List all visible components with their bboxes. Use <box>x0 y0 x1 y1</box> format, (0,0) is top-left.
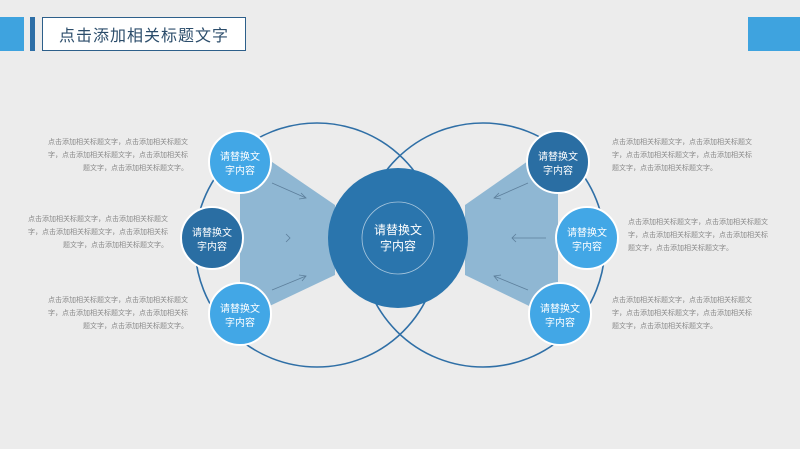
right-node-middle-line2: 字内容 <box>572 240 602 253</box>
left-node-middle-line2: 字内容 <box>197 240 227 253</box>
left-node-bottom[interactable]: 请替换文 字内容 <box>208 282 272 346</box>
arrow-left-mid <box>285 233 291 243</box>
arrow-right-mid <box>511 233 546 243</box>
right-node-middle-line1: 请替换文 <box>567 226 607 239</box>
center-label-line1: 请替换文 <box>374 222 422 237</box>
arrow-left-top <box>271 182 307 200</box>
header-accent-left <box>0 17 24 51</box>
title-box[interactable]: 点击添加相关标题文字 <box>42 17 246 51</box>
right-node-bottom-line2: 字内容 <box>545 316 575 329</box>
left-node-top-line2: 字内容 <box>225 164 255 177</box>
left-node-bottom-line2: 字内容 <box>225 316 255 329</box>
left-node-top[interactable]: 请替换文 字内容 <box>208 130 272 194</box>
right-fan <box>465 140 558 320</box>
left-node-top-line1: 请替换文 <box>220 150 260 163</box>
left-description-middle: 点击添加相关标题文字，点击添加相关标题文字，点击添加相关标题文字，点击添加相关标… <box>28 215 168 249</box>
left-node-middle[interactable]: 请替换文 字内容 <box>180 206 244 270</box>
left-node-middle-line1: 请替换文 <box>192 226 232 239</box>
right-node-top-line1: 请替换文 <box>538 150 578 163</box>
arrow-right-bottom <box>493 274 529 291</box>
right-description-bottom: 点击添加相关标题文字，点击添加相关标题文字，点击添加相关标题文字，点击添加相关标… <box>612 296 752 330</box>
right-node-middle[interactable]: 请替换文 字内容 <box>555 206 619 270</box>
left-description-bottom: 点击添加相关标题文字，点击添加相关标题文字，点击添加相关标题文字，点击添加相关标… <box>48 296 188 330</box>
left-node-bottom-line1: 请替换文 <box>220 302 260 315</box>
page-title: 点击添加相关标题文字 <box>58 26 229 45</box>
right-description-top: 点击添加相关标题文字，点击添加相关标题文字，点击添加相关标题文字，点击添加相关标… <box>612 138 752 172</box>
right-node-bottom-line1: 请替换文 <box>540 302 580 315</box>
left-description-top: 点击添加相关标题文字，点击添加相关标题文字，点击添加相关标题文字，点击添加相关标… <box>48 138 188 172</box>
arrow-right-top <box>493 182 529 200</box>
right-node-top[interactable]: 请替换文 字内容 <box>526 130 590 194</box>
center-node-inner <box>361 201 435 275</box>
right-node-bottom[interactable]: 请替换文 字内容 <box>528 282 592 346</box>
center-label-line2: 字内容 <box>380 238 416 253</box>
right-description-middle: 点击添加相关标题文字，点击添加相关标题文字，点击添加相关标题文字，点击添加相关标… <box>628 218 768 252</box>
arrow-left-bottom <box>271 274 307 291</box>
header-accent-stripe <box>30 17 35 51</box>
right-node-top-line2: 字内容 <box>543 164 573 177</box>
left-fan <box>240 140 335 320</box>
header-accent-right <box>748 17 800 51</box>
